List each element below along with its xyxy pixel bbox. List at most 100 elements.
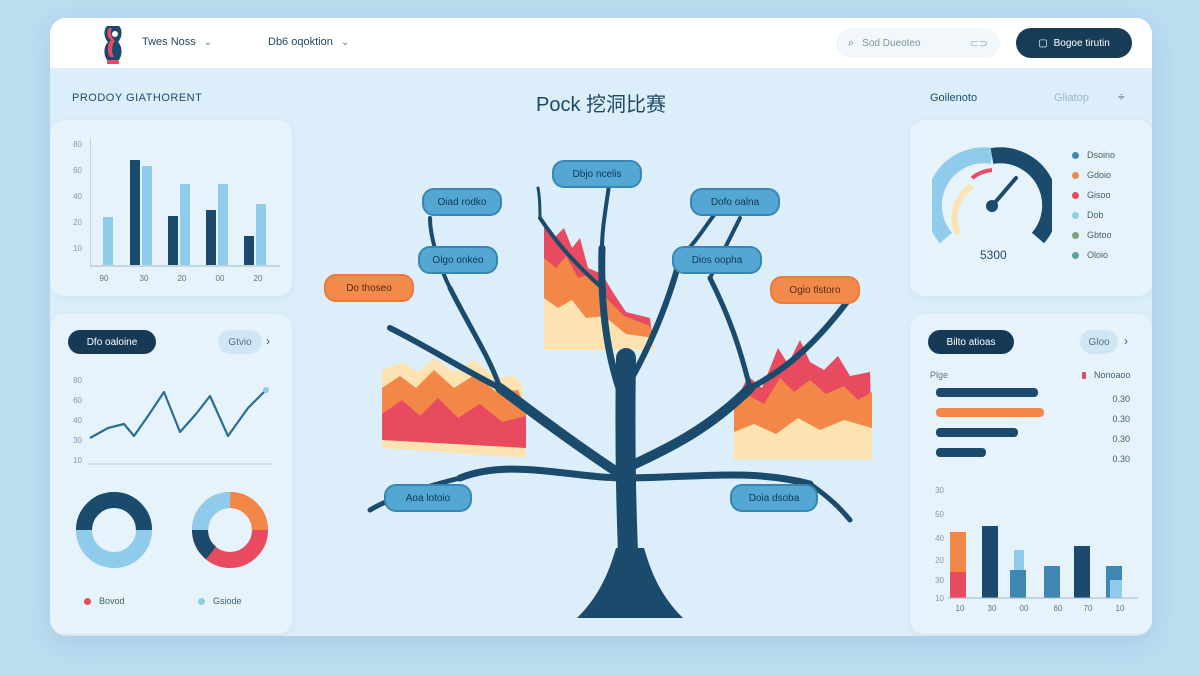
legend-swatch [1082, 371, 1086, 379]
legend-item: Gisoo [1072, 190, 1111, 200]
x-tick: 70 [1083, 604, 1093, 613]
tab-primary[interactable]: Bilto atioas [928, 330, 1014, 354]
donut-slice [192, 492, 231, 531]
tab-secondary[interactable]: Gloo [1080, 330, 1118, 354]
menu-dropdown-1[interactable]: Twes Noss ⌄ [142, 36, 212, 48]
bar [180, 184, 190, 265]
chevron-down-icon: ⌄ [203, 36, 213, 48]
row-value: 0.30 [1112, 414, 1130, 424]
y-tick: 80 [73, 376, 82, 385]
tree-node[interactable]: Ogio tlstoro [770, 276, 860, 304]
gauge-chart [932, 147, 1052, 244]
sort-icon[interactable]: ÷ [1118, 90, 1125, 104]
primary-action-button[interactable]: ▢ Bogoe tirutin [1016, 28, 1132, 58]
chevron-right-icon[interactable]: › [266, 334, 270, 348]
area-patch-right [734, 340, 872, 460]
donut-slice [229, 492, 268, 531]
section-label-left: PRODOY GIATHORENT [72, 92, 203, 104]
search-icon: ⌕ [848, 36, 855, 49]
column-chart [948, 526, 1138, 599]
x-tick: 10 [1115, 604, 1125, 613]
legend-label: Dsoino [1087, 150, 1116, 160]
donut-slice [192, 529, 217, 560]
search-input[interactable]: ⌕ Sod Dueoteo ⊂⊃ [836, 28, 1000, 58]
legend-swatch [1072, 231, 1079, 239]
x-tick: 00 [1019, 604, 1029, 613]
section-label-right: Goilenoto [930, 92, 978, 104]
series-line [89, 389, 267, 439]
tab-primary[interactable]: Dfo oaloine [68, 330, 156, 354]
tree-node[interactable]: Dios oopha [672, 246, 762, 274]
row-value: 0.30 [1112, 454, 1130, 464]
chevron-down-icon: ⌄ [340, 36, 350, 48]
legend-item: Gbtoo [1072, 230, 1112, 240]
trophy-logo-icon [104, 26, 122, 64]
progress-bar [936, 408, 1044, 417]
y-tick: 40 [73, 416, 82, 425]
x-tick: 30 [987, 604, 997, 613]
filter-icon[interactable]: ⊂⊃ [969, 37, 988, 50]
donut-slice [113, 492, 152, 531]
x-tick: 60 [1053, 604, 1063, 613]
y-tick: 30 [73, 436, 82, 445]
donut-chart-2 [192, 492, 268, 568]
legend-label: Oloio [1087, 250, 1109, 260]
bar [950, 572, 966, 598]
y-tick: 20 [73, 218, 82, 227]
tree-branches [367, 176, 853, 618]
legend-item: Gsiode [198, 596, 242, 606]
legend-item: Oloio [1072, 250, 1108, 260]
legend-swatch [1072, 191, 1079, 199]
x-tick: 90 [99, 274, 109, 283]
bar [218, 184, 228, 265]
bar [1110, 580, 1122, 598]
tree-node[interactable]: Aoa lotoio [384, 484, 472, 512]
line-chart [88, 387, 272, 465]
legend-item: Bovod [84, 596, 125, 606]
gauge-arc-inner [951, 183, 974, 236]
bar [168, 216, 178, 265]
legend-label: Nonoaoo [1094, 370, 1131, 380]
progress-bar [936, 448, 986, 457]
bar-chart-card: 80 60 40 20 10 90 30 20 00 20 [50, 120, 292, 296]
bar [244, 236, 254, 265]
line-point [263, 387, 269, 393]
gauge-arc-high [990, 147, 1052, 244]
legend-item: Dsoino [1072, 150, 1115, 160]
menu-dropdown-2[interactable]: Db6 oqoktion ⌄ [268, 36, 349, 48]
tree-node[interactable]: Do thoseo [324, 274, 414, 302]
line-and-donut-card: Dfo oaloine Gtvio › 80 60 40 30 10 Bovod [50, 314, 292, 634]
legend-item: Dob [1072, 210, 1104, 220]
column-header-right: Nonoaoo [1082, 370, 1131, 380]
y-tick: 30 [935, 486, 944, 495]
menu-label: Db6 oqoktion [268, 36, 333, 48]
y-tick: 80 [73, 140, 82, 149]
legend-label: Gisoo [1087, 190, 1111, 200]
tree-node[interactable]: Doia dsoba [730, 484, 818, 512]
bar [1074, 546, 1090, 598]
bar [256, 204, 266, 265]
section-label-right-2[interactable]: Gliatop [1054, 92, 1089, 104]
tree-node[interactable]: Olgo onkeo [418, 246, 498, 274]
bar [142, 166, 152, 265]
donut-chart-1 [76, 492, 152, 568]
bars-card: Bilto atioas Gloo › Plge Nonoaoo 0.30 0.… [910, 314, 1152, 634]
row-value: 0.30 [1112, 434, 1130, 444]
chevron-right-icon[interactable]: › [1124, 334, 1128, 348]
legend-swatch [1072, 171, 1079, 179]
gauge-hub [986, 200, 998, 212]
progress-bar [936, 388, 1038, 397]
bar [130, 160, 140, 265]
tree-node[interactable]: Oiad rodko [422, 188, 502, 216]
y-tick: 20 [935, 556, 944, 565]
bar [1010, 570, 1026, 598]
bar [103, 217, 113, 265]
x-tick: 20 [253, 274, 263, 283]
progress-bar [936, 428, 1018, 437]
tab-secondary[interactable]: Gtvio [218, 330, 262, 354]
tree-illustration [367, 176, 872, 618]
tree-node[interactable]: Dbjo ncelis [552, 160, 642, 188]
legend-label: Gbtoo [1087, 230, 1112, 240]
legend-label: Gdoio [1087, 170, 1112, 180]
tree-node[interactable]: Dofo oalna [690, 188, 780, 216]
